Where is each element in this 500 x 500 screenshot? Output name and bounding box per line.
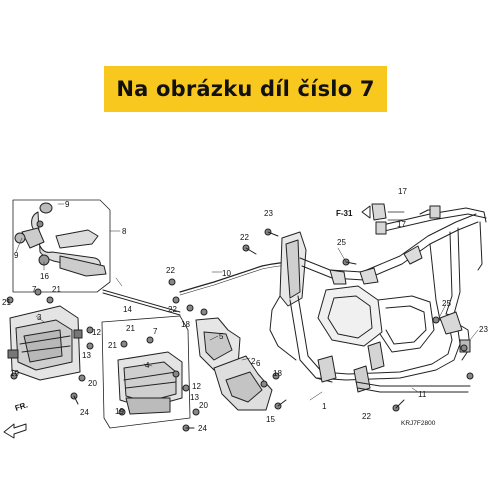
callout-14: 14 [123, 305, 132, 314]
callout-10: 10 [222, 269, 231, 278]
part-number-banner: Na obrázku díl číslo 7 [104, 66, 387, 112]
callout-21d: 21 [126, 324, 135, 333]
callout-23a: 23 [264, 209, 273, 218]
callout-22d: 22 [362, 412, 371, 421]
callout-7b: 7 [153, 327, 158, 336]
callout-19a: 19 [10, 369, 19, 378]
callout-18b: 18 [273, 369, 282, 378]
banner-text: Na obrázku díl číslo 7 [116, 77, 375, 101]
callout-18a: 18 [181, 320, 190, 329]
callout-11: 11 [418, 390, 427, 399]
callout-12b: 12 [192, 382, 201, 391]
callout-21a: 21 [2, 298, 11, 307]
callout-22c: 22 [168, 305, 177, 314]
diagram-code: KRJ7F2800 [401, 420, 436, 427]
callout-6: 6 [256, 359, 261, 368]
callout-15: 15 [266, 415, 275, 424]
reference-label: F-31 [336, 209, 353, 218]
callout-7a: 7 [32, 285, 37, 294]
callout-20b: 20 [199, 401, 208, 410]
callout-8: 8 [122, 227, 127, 236]
callout-22a: 22 [240, 233, 249, 242]
callout-19b: 19 [115, 407, 124, 416]
callout-12a: 12 [92, 328, 101, 337]
callout-3: 3 [37, 313, 42, 322]
callout-24a: 24 [80, 408, 89, 417]
callout-21b: 21 [52, 285, 61, 294]
callout-17a: 17 [398, 187, 407, 196]
callout-23b: 23 [479, 325, 488, 334]
callout-13b: 13 [190, 393, 199, 402]
callout-17b: 17 [397, 220, 406, 229]
direction-label: FR. [14, 400, 29, 413]
callout-21c: 21 [108, 341, 117, 350]
callout-1: 1 [322, 402, 327, 411]
callout-5: 5 [219, 332, 224, 341]
callout-2: 2 [251, 357, 256, 366]
callout-13a: 13 [82, 351, 91, 360]
callout-22b: 22 [166, 266, 175, 275]
callout-25b: 25 [442, 299, 451, 308]
callout-16: 16 [40, 272, 49, 281]
callout-9b: 9 [14, 251, 19, 260]
callout-4: 4 [145, 361, 150, 370]
callout-25a: 25 [337, 238, 346, 247]
callout-9a: 9 [65, 200, 70, 209]
callout-24b: 24 [198, 424, 207, 433]
callout-20a: 20 [88, 379, 97, 388]
